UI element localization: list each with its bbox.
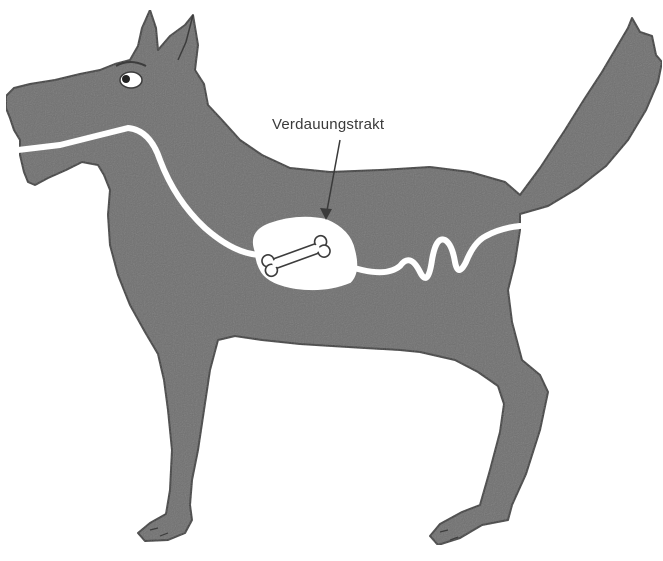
- pupil: [122, 75, 130, 83]
- digestive-tract-label: Verdauungstrakt: [272, 116, 384, 133]
